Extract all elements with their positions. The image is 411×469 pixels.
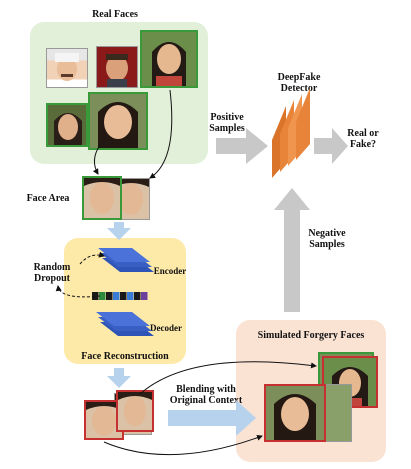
real-face-thumbnail bbox=[140, 30, 198, 88]
real-face-thumbnail bbox=[46, 48, 88, 88]
blending-curve-arrow bbox=[139, 361, 317, 395]
real-face-thumbnail bbox=[96, 46, 138, 88]
face-icon bbox=[274, 394, 316, 440]
face-icon bbox=[86, 402, 122, 436]
real-faces-label: Real Faces bbox=[92, 9, 138, 20]
real-to-face-area-arrow bbox=[92, 144, 101, 175]
encoder-label: Encoder bbox=[153, 266, 187, 276]
deepfake-detector-label: DeepFake Detector bbox=[264, 72, 334, 94]
face-area-thumbnail bbox=[82, 176, 122, 220]
forgery-face-thumbnail bbox=[264, 384, 326, 442]
blending-text: Blending with Original Context bbox=[169, 384, 243, 406]
face-icon bbox=[118, 392, 152, 426]
reconstructed-face-thumbnail bbox=[116, 390, 154, 432]
latent-code-cell bbox=[113, 292, 120, 300]
blending-label: Blending with Original Context bbox=[166, 384, 246, 406]
simulated-forgery-label: Simulated Forgery Faces bbox=[257, 330, 365, 341]
negative-samples-label: Negative Samples bbox=[300, 228, 354, 250]
face-icon bbox=[54, 113, 82, 145]
positive-samples-arrow bbox=[216, 128, 268, 164]
latent-code bbox=[92, 292, 148, 300]
blending-arrow bbox=[168, 400, 256, 436]
face-area-label: Face Area bbox=[26, 193, 70, 204]
latent-code-cell bbox=[127, 292, 134, 300]
latent-code-cell bbox=[92, 292, 99, 300]
blending-curve-arrow bbox=[103, 434, 263, 456]
latent-code-cell bbox=[106, 292, 113, 300]
decoder-label: Decoder bbox=[150, 323, 182, 333]
dropout-arrow bbox=[55, 285, 101, 298]
face-icon bbox=[84, 178, 120, 214]
real-face-thumbnail bbox=[46, 103, 88, 147]
face-icon bbox=[106, 54, 128, 87]
encoder-block bbox=[98, 248, 154, 272]
real-face-thumbnail bbox=[88, 92, 148, 150]
latent-code-cell bbox=[99, 292, 106, 300]
positive-samples-label: Positive Samples bbox=[200, 112, 254, 134]
negative-samples-text: Negative Samples bbox=[308, 228, 346, 250]
face-reconstruction-label: Face Reconstruction bbox=[81, 351, 169, 362]
face-icon bbox=[98, 102, 138, 148]
latent-code-cell bbox=[134, 292, 141, 300]
random-dropout-text: Random Dropout bbox=[33, 262, 71, 284]
deepfake-detector-block bbox=[272, 88, 310, 178]
latent-code-cell bbox=[141, 292, 148, 300]
latent-code-cell bbox=[120, 292, 127, 300]
negative-samples-arrow bbox=[274, 188, 310, 312]
random-dropout-label: Random Dropout bbox=[24, 262, 80, 284]
face-icon bbox=[55, 53, 79, 81]
positive-samples-text: Positive Samples bbox=[209, 112, 245, 134]
deepfake-detector-text: DeepFake Detector bbox=[277, 72, 321, 94]
output-arrow bbox=[314, 128, 348, 164]
dropout-arrow bbox=[79, 251, 105, 265]
real-or-fake-label: Real or Fake? bbox=[338, 128, 388, 150]
decoder-block bbox=[96, 312, 154, 336]
face-area-to-encoder-arrow bbox=[107, 222, 131, 240]
reconstruction-to-output-arrow bbox=[107, 368, 131, 388]
real-or-fake-text: Real or Fake? bbox=[347, 128, 379, 150]
face-icon bbox=[152, 42, 186, 86]
real-to-face-area-arrow bbox=[149, 89, 173, 179]
face-icon bbox=[113, 179, 149, 215]
